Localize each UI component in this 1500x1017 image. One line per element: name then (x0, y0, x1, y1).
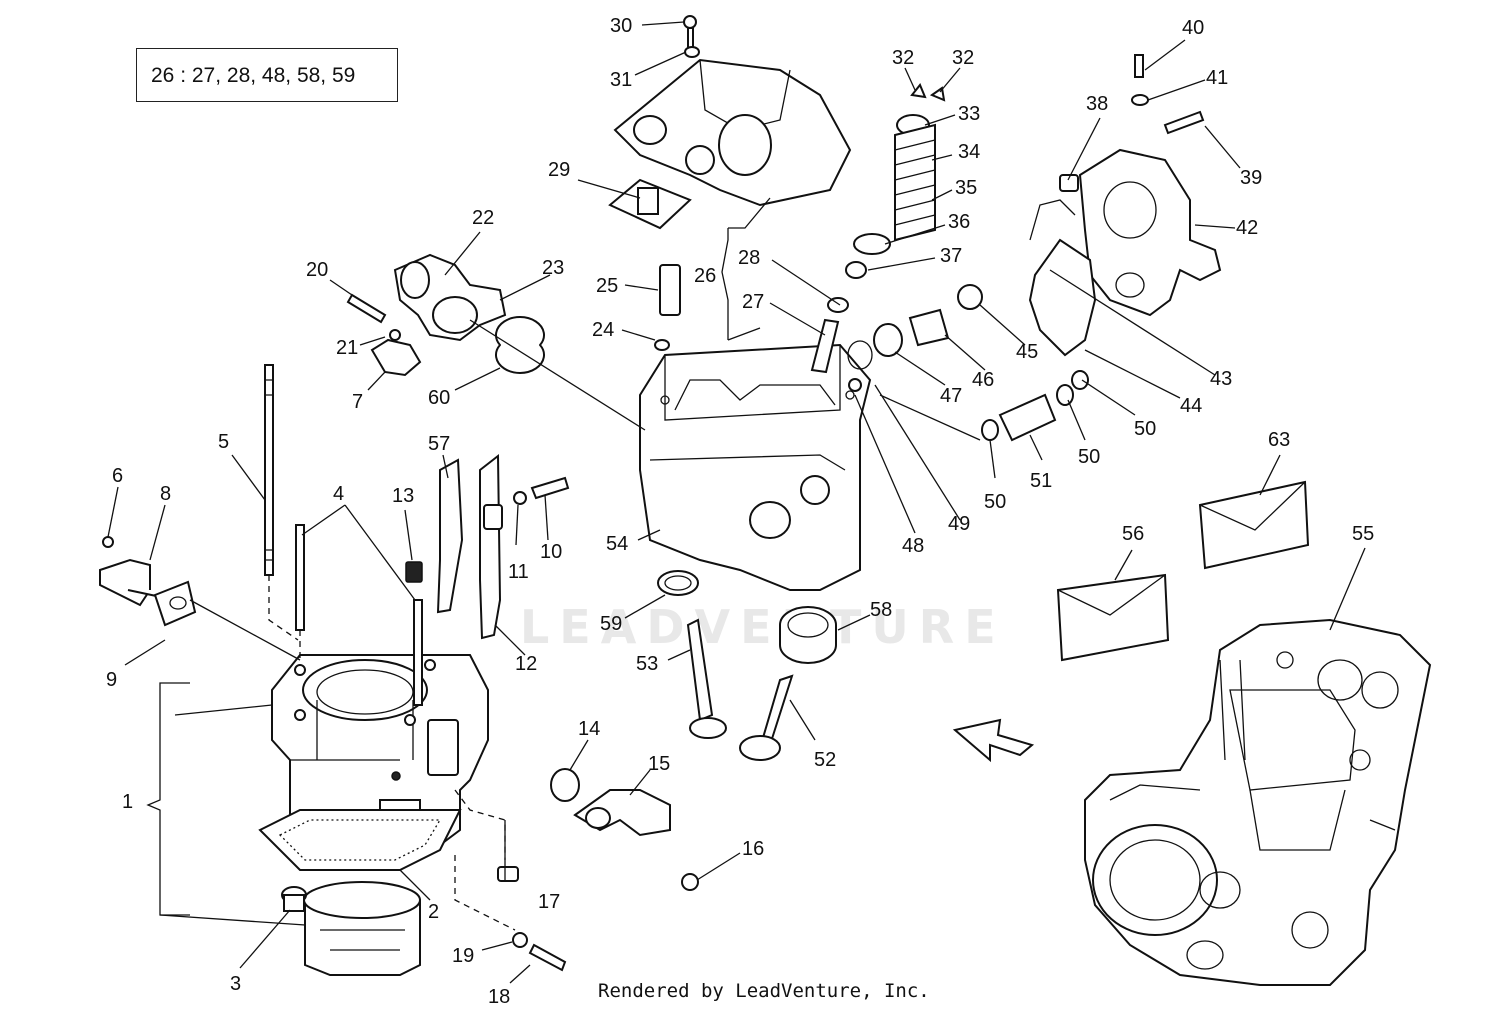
chain-tensioner-part[interactable] (99, 536, 197, 627)
callout-label: 45 (1016, 341, 1038, 363)
cylinder-base-gasket-part[interactable] (258, 809, 462, 871)
callout-label: 7 (352, 391, 363, 413)
callout-label: 55 (1352, 523, 1374, 545)
callout-label: 6 (112, 465, 123, 487)
direction-arrow-icon (952, 718, 1035, 763)
callout-label: 5 (218, 431, 229, 453)
callout-label: 8 (160, 483, 171, 505)
callout-label: 4 (333, 483, 344, 505)
valve-lifter-part[interactable] (810, 297, 849, 374)
callout-label: 13 (392, 485, 414, 507)
callout-label: 34 (958, 141, 980, 163)
leader-lines (107, 21, 1366, 984)
chain-guide-part[interactable] (405, 453, 503, 640)
intake-o-ring-part[interactable] (495, 316, 545, 374)
callout-label: 49 (948, 513, 970, 535)
water-outlet-elbow-part[interactable] (550, 768, 671, 837)
callout-label: 60 (428, 387, 450, 409)
callout-label: 23 (542, 257, 564, 279)
callout-label: 50 (1134, 418, 1156, 440)
callout-label: 28 (738, 247, 760, 269)
callout-label: 39 (1240, 167, 1262, 189)
intake-valve-part[interactable] (686, 618, 727, 739)
callout-label: 25 (596, 275, 618, 297)
camshaft-carrier-part[interactable] (613, 15, 852, 207)
callout-label: 43 (1210, 368, 1232, 390)
callout-label: 58 (870, 599, 892, 621)
callout-label: 41 (1206, 67, 1228, 89)
water-pump-housing-part[interactable] (1059, 54, 1222, 317)
callout-label: 51 (1030, 470, 1052, 492)
exhaust-valve-part[interactable] (739, 674, 794, 761)
dowel-pin-part[interactable] (281, 886, 307, 912)
callout-label: 50 (984, 491, 1006, 513)
callout-label: 37 (940, 245, 962, 267)
callout-labels: 1 2 3 4 5 6 7 8 9 10 11 12 13 14 15 16 1… (106, 15, 1374, 1008)
callout-label: 32 (892, 47, 914, 69)
credit-footer: Rendered by LeadVenture, Inc. (598, 980, 930, 1002)
piston-part[interactable] (303, 881, 421, 976)
decal-pack-56-part[interactable] (1056, 573, 1170, 662)
callout-label: 9 (106, 669, 117, 691)
callout-label: 1 (122, 791, 133, 813)
cylinder-head-part[interactable] (639, 343, 872, 591)
callout-label: 48 (902, 535, 924, 557)
watermark-text: LEADVENTURE (520, 600, 1006, 654)
callout-label: 19 (452, 945, 474, 967)
callout-label: 17 (538, 891, 560, 913)
callout-label: 38 (1086, 93, 1108, 115)
callout-label: 42 (1236, 217, 1258, 239)
callout-label: 16 (742, 838, 764, 860)
callout-label: 32 (952, 47, 974, 69)
callout-label: 54 (606, 533, 628, 555)
callout-label: 12 (515, 653, 537, 675)
callout-label: 52 (814, 749, 836, 771)
gasket-pack-63-part[interactable] (1198, 480, 1310, 570)
valve-spring-stack-part[interactable] (845, 83, 946, 279)
callout-label: 33 (958, 103, 980, 125)
guide-bolt-part[interactable] (513, 476, 570, 505)
cylinder-studs-part[interactable] (264, 364, 423, 706)
callout-label: 50 (1078, 446, 1100, 468)
callout-label: 46 (972, 369, 994, 391)
reference-legend-box: 26 : 27, 28, 48, 58, 59 (136, 48, 398, 102)
water-pump-gasket-part[interactable] (1028, 199, 1097, 357)
callout-label: 47 (940, 385, 962, 407)
valve-seat-rings-part[interactable] (657, 570, 837, 664)
rocker-shaft-parts[interactable] (847, 284, 983, 392)
callout-label: 53 (636, 653, 658, 675)
callout-label: 26 (694, 265, 716, 287)
intake-manifold-part[interactable] (393, 253, 507, 342)
callout-label: 18 (488, 986, 510, 1008)
callout-label: 56 (1122, 523, 1144, 545)
callout-label: 36 (948, 211, 970, 233)
callout-label: 20 (306, 259, 328, 281)
callout-label: 3 (230, 973, 241, 995)
callout-label: 27 (742, 291, 764, 313)
callout-label: 59 (600, 613, 622, 635)
reference-legend-text: 26 : 27, 28, 48, 58, 59 (151, 64, 356, 87)
callout-label: 63 (1268, 429, 1290, 451)
callout-label: 21 (336, 337, 358, 359)
callout-label: 14 (578, 718, 600, 740)
callout-label: 44 (1180, 395, 1202, 417)
callout-label: 40 (1182, 17, 1204, 39)
callout-label: 30 (610, 15, 632, 37)
callout-label: 10 (540, 541, 562, 563)
spark-plug-sleeve-part[interactable] (654, 264, 681, 351)
callout-label: 29 (548, 159, 570, 181)
callout-label: 22 (472, 207, 494, 229)
callout-label: 35 (955, 177, 977, 199)
callout-label: 57 (428, 433, 450, 455)
complete-engine-part[interactable] (1084, 618, 1432, 986)
water-pump-shaft-part[interactable] (981, 370, 1089, 442)
callout-label: 31 (610, 69, 632, 91)
callout-label: 24 (592, 319, 614, 341)
callout-label: 2 (428, 901, 439, 923)
cam-sensor-plate-part[interactable] (608, 178, 692, 230)
callout-label: 15 (648, 753, 670, 775)
callout-label: 11 (508, 561, 529, 583)
